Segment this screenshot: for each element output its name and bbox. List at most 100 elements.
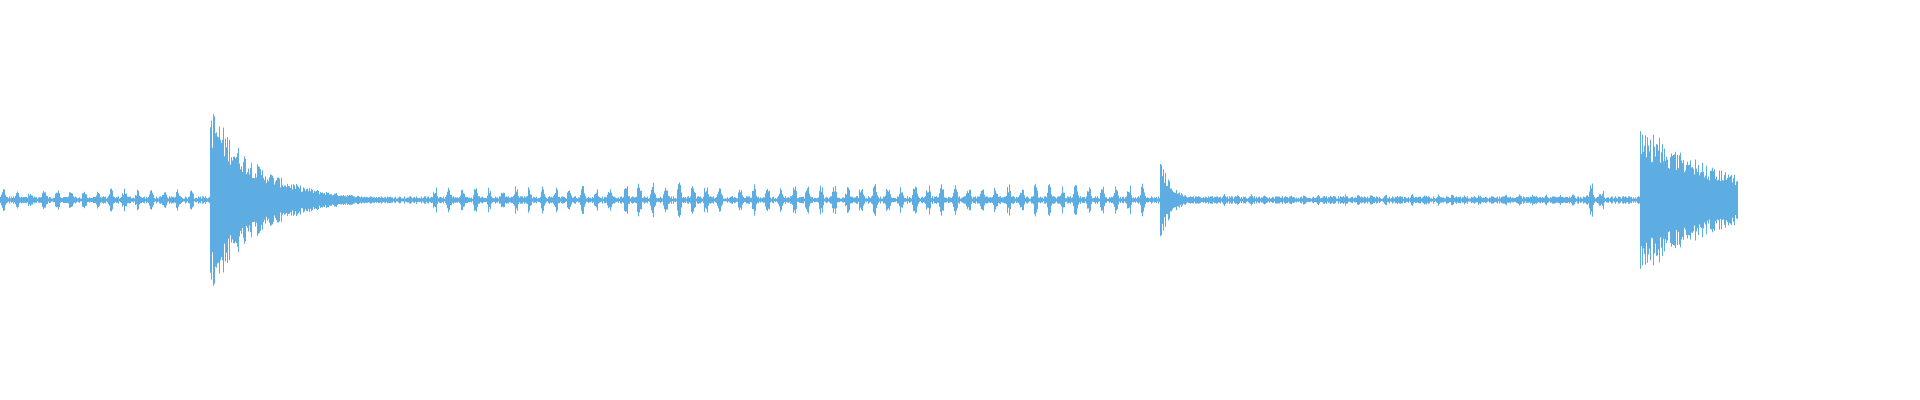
waveform-sample-bar [1064, 192, 1065, 208]
waveform-sample-bar [612, 195, 613, 205]
waveform-sample-bar [1545, 195, 1546, 205]
waveform-sample-bar [777, 197, 778, 203]
waveform-sample-bar [749, 196, 750, 204]
waveform-sample-bar [367, 197, 368, 203]
waveform-sample-bar [596, 192, 597, 208]
waveform-sample-bar [860, 192, 861, 208]
waveform-sample-bar [1262, 197, 1263, 203]
waveform-sample-bar [87, 197, 88, 203]
waveform-sample-bar [292, 189, 293, 211]
waveform-sample-bar [1148, 197, 1149, 203]
waveform-sample-bar [344, 196, 345, 204]
waveform-sample-bar [377, 197, 378, 202]
waveform-sample-bar [753, 190, 754, 210]
waveform-sample-bar [1040, 196, 1041, 204]
waveform-sample-bar [325, 194, 326, 205]
waveform-sample-bar [296, 184, 297, 216]
waveform-sample-bar [1079, 197, 1080, 203]
waveform-sample-bar [537, 198, 538, 202]
waveform-sample-bar [120, 198, 121, 202]
waveform-sample-bar [1298, 197, 1299, 202]
waveform-sample-bar [1156, 196, 1157, 203]
waveform-sample-bar [1573, 194, 1574, 206]
waveform-sample-bar [342, 195, 343, 205]
waveform-sample-bar [1056, 198, 1057, 202]
waveform-sample-bar [936, 196, 937, 204]
waveform-sample-bar [224, 156, 225, 244]
waveform-sample-bar [792, 195, 793, 205]
waveform-sample-bar [391, 197, 392, 203]
waveform-sample-bar [400, 197, 401, 204]
waveform-sample-bar [922, 196, 923, 204]
waveform-sample-bar [1226, 197, 1227, 203]
waveform-sample-bar [1189, 196, 1190, 204]
waveform-sample-bar [739, 189, 740, 211]
waveform-sample-bar [506, 196, 507, 204]
waveform-sample-bar [1311, 198, 1312, 202]
waveform-sample-bar [1548, 197, 1549, 203]
waveform-sample-bar [337, 195, 338, 205]
waveform-sample-bar [1108, 198, 1109, 202]
waveform-sample-bar [752, 191, 753, 209]
waveform-sample-bar [769, 190, 770, 210]
waveform-sample-bar [1357, 195, 1358, 205]
waveform-sample-bar [1121, 198, 1122, 202]
waveform-sample-bar [60, 197, 61, 203]
waveform-sample-bar [662, 198, 663, 202]
waveform-sample-bar [1511, 198, 1512, 202]
waveform-sample-bar [1450, 197, 1451, 203]
waveform-sample-bar [1649, 151, 1650, 249]
waveform-sample-bar [1409, 198, 1410, 202]
waveform-sample-bar [1170, 188, 1171, 212]
waveform-sample-bar [1562, 196, 1563, 204]
waveform-sample-bar [1132, 198, 1133, 202]
waveform-sample-bar [609, 193, 610, 208]
waveform-sample-bar [1507, 197, 1508, 203]
waveform-sample-bar [248, 168, 249, 232]
waveform-sample-bar [957, 192, 958, 208]
waveform-sample-bar [1285, 196, 1286, 204]
waveform-sample-bar [673, 196, 674, 204]
waveform-sample-bar [319, 194, 320, 206]
waveform-sample-bar [669, 196, 670, 204]
waveform-sample-bar [1622, 196, 1623, 204]
waveform-sample-bar [194, 198, 195, 202]
waveform-sample-bar [40, 197, 41, 203]
waveform-sample-bar [969, 189, 970, 211]
waveform-sample-bar [1716, 176, 1717, 224]
waveform-sample-bar [456, 197, 457, 203]
waveform-sample-bar [519, 197, 520, 203]
waveform-sample-bar [201, 198, 202, 202]
waveform-sample-bar [1449, 197, 1450, 203]
waveform-sample-bar [758, 196, 759, 204]
waveform-sample-bar [1116, 189, 1117, 211]
waveform-sample-bar [1388, 197, 1389, 203]
waveform-sample-bar [697, 196, 698, 204]
waveform-sample-bar [1049, 184, 1050, 216]
waveform-sample-bar [1477, 197, 1478, 203]
waveform-sample-bar [590, 197, 591, 203]
waveform-sample-bar [1344, 197, 1345, 203]
waveform-sample-bar [1509, 197, 1510, 203]
waveform-sample-bar [854, 197, 855, 203]
waveform-sample-bar [10, 198, 11, 202]
waveform-sample-bar [1091, 196, 1092, 204]
waveform-sample-bar [439, 197, 440, 203]
waveform-sample-bar [46, 195, 47, 205]
waveform-sample-bar [599, 197, 600, 203]
waveform-sample-bar [1113, 195, 1114, 205]
waveform-sample-bar [649, 198, 650, 202]
waveform-sample-bar [413, 197, 414, 203]
waveform-sample-bar [15, 195, 16, 205]
waveform-sample-bar [1326, 196, 1327, 204]
waveform-sample-bar [1390, 198, 1391, 202]
waveform-sample-bar [1090, 189, 1091, 211]
waveform-sample-bar [1270, 198, 1271, 202]
waveform-sample-bar [237, 153, 238, 247]
waveform-sample-bar [244, 156, 245, 244]
waveform-sample-bar [831, 196, 832, 204]
waveform-sample-bar [69, 192, 70, 208]
waveform-sample-bar [1355, 197, 1356, 203]
waveform-sample-bar [505, 197, 506, 204]
